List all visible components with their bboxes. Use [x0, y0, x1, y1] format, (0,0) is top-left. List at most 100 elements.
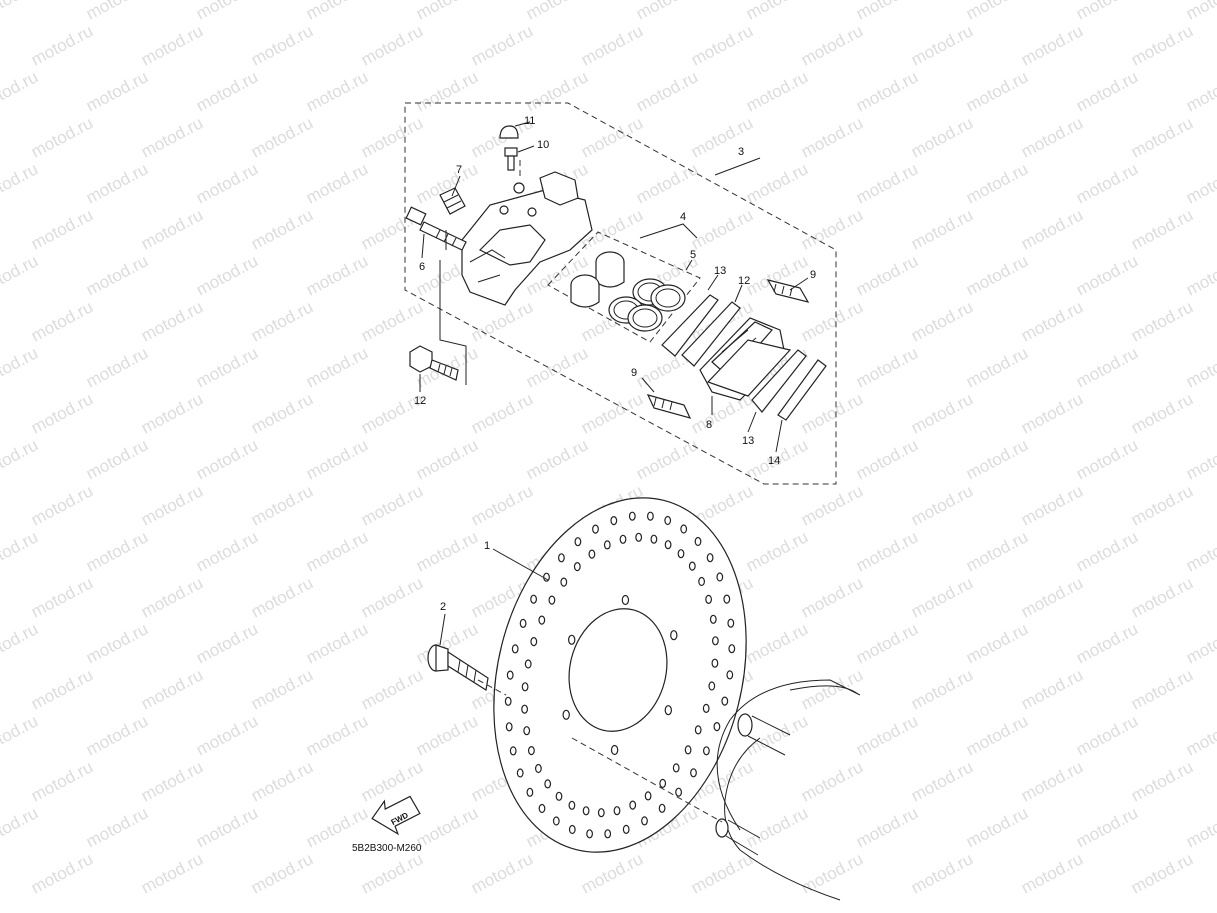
watermark-text: motod.ru [358, 297, 426, 345]
watermark-text: motod.ru [1128, 21, 1196, 69]
watermark-text: motod.ru [853, 159, 921, 207]
disc-hole [530, 636, 538, 647]
watermark-text: motod.ru [0, 803, 41, 851]
watermark-text: motod.ru [798, 481, 866, 529]
disc-hole [712, 636, 719, 646]
watermark-text: motod.ru [963, 0, 1031, 24]
disc-hole [610, 515, 618, 526]
piston-seal-set [608, 278, 686, 332]
disc-hole [516, 768, 524, 778]
disc-hole [560, 577, 568, 587]
callout-1: 1 [484, 540, 490, 552]
brake-disc [493, 497, 747, 853]
caliper-body [461, 171, 593, 306]
watermark-text: motod.ru [193, 67, 261, 115]
disc-hole [694, 725, 702, 735]
watermark-text: motod.ru [963, 343, 1031, 391]
watermark-text: motod.ru [0, 159, 41, 207]
watermark-text: motod.ru [1183, 711, 1217, 759]
watermark-text: motod.ru [853, 67, 921, 115]
pad-insulator-upper [681, 301, 741, 367]
watermark-text: motod.ru [83, 803, 151, 851]
watermark-text: motod.ru [1128, 389, 1196, 437]
assembly-guide-lines [439, 160, 723, 823]
callout-12-upper: 12 [738, 275, 750, 287]
watermark-text: motod.ru [743, 67, 811, 115]
disc-hole [544, 779, 552, 789]
disc-hole [528, 745, 535, 756]
watermark-text: motod.ru [963, 67, 1031, 115]
watermark-text: motod.ru [688, 21, 756, 69]
disc-hole [509, 746, 517, 756]
disc-hole [519, 618, 527, 629]
disc-hole [538, 803, 546, 814]
watermark-text: motod.ru [908, 573, 976, 621]
disc-hole [659, 778, 667, 789]
disc-hole [524, 659, 532, 669]
watermark-text: motod.ru [853, 343, 921, 391]
disc-hole [641, 816, 648, 826]
watermark-text: motod.ru [1018, 481, 1086, 529]
watermark-text: motod.ru [468, 21, 536, 69]
disc-hole [613, 806, 621, 816]
watermark-text: motod.ru [1073, 619, 1141, 667]
callout-3: 3 [738, 146, 744, 158]
disc-hole [555, 791, 563, 801]
watermark-text: motod.ru [1018, 389, 1086, 437]
disc-hole [526, 787, 534, 797]
watermark-text: motod.ru [963, 711, 1031, 759]
disc-hole [664, 705, 673, 716]
callout-5: 5 [690, 249, 696, 261]
disc-hole [597, 808, 605, 818]
callout-9-upper: 9 [810, 269, 816, 281]
watermark-text: motod.ru [908, 665, 976, 713]
watermark-text: motod.ru [138, 573, 206, 621]
watermark-text: motod.ru [413, 803, 481, 851]
watermark-text: motod.ru [1073, 67, 1141, 115]
watermark-text: motod.ru [413, 67, 481, 115]
watermark-text: motod.ru [853, 527, 921, 575]
disc-hole [703, 746, 710, 756]
watermark-text: motod.ru [303, 343, 371, 391]
disc-hole [677, 549, 685, 559]
forward-direction-arrow: FWD [371, 795, 421, 836]
disc-hole [698, 576, 705, 587]
watermark-text: motod.ru [1183, 619, 1217, 667]
watermark-text: motod.ru [83, 159, 151, 207]
watermark-text: motod.ru [358, 573, 426, 621]
disc-hole [535, 763, 542, 774]
watermark-text: motod.ru [633, 159, 701, 207]
pad-spring-lower [646, 394, 692, 419]
caliper-bolt [405, 206, 467, 251]
disc-hole [702, 703, 710, 714]
watermark-text: motod.ru [1018, 21, 1086, 69]
disc-hole [635, 532, 643, 542]
watermark-text: motod.ru [303, 435, 371, 483]
watermark-text: motod.ru [28, 481, 96, 529]
disc-hole [511, 644, 519, 654]
watermark-text: motod.ru [1128, 113, 1196, 161]
watermark-text: motod.ru [248, 573, 316, 621]
watermark-text: motod.ru [0, 711, 41, 759]
disc-hole [628, 511, 636, 521]
watermark-text: motod.ru [578, 21, 646, 69]
disc-hole [568, 800, 576, 810]
disc-hole [708, 681, 716, 691]
watermark-text: motod.ru [963, 159, 1031, 207]
watermark-text: motod.ru [1073, 527, 1141, 575]
callout-14: 12 [414, 395, 426, 407]
watermark-text: motod.ru [358, 665, 426, 713]
watermark-text: motod.ru [798, 665, 866, 713]
watermark-text: motod.ru [83, 343, 151, 391]
watermark-text: motod.ru [578, 113, 646, 161]
watermark-text: motod.ru [138, 665, 206, 713]
watermark-text: motod.ru [1128, 849, 1196, 897]
watermark-text: motod.ru [0, 343, 41, 391]
watermark-text: motod.ru [1073, 711, 1141, 759]
watermark-text: motod.ru [193, 159, 261, 207]
disc-hole [543, 572, 550, 582]
watermark-text: motod.ru [853, 619, 921, 667]
disc-hole [721, 696, 729, 706]
disc-hole [658, 803, 666, 813]
watermark-text: motod.ru [193, 711, 261, 759]
